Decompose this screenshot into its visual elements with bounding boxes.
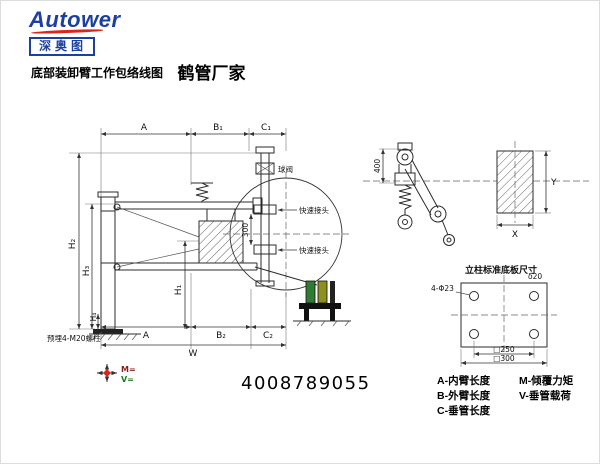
dim-label-b2: B₂	[216, 331, 226, 341]
dim-label-a-top: A	[141, 123, 148, 133]
dim-label-c2: C₂	[263, 331, 273, 341]
document-title: 底部装卸臂工作包络线图	[31, 66, 164, 80]
dim-label-300: 300	[241, 223, 250, 238]
legend-item-c: C-垂管长度	[437, 405, 491, 417]
base-plate-title: 立柱标准底板尺寸	[465, 264, 537, 276]
dim-label-x: X	[512, 230, 518, 240]
logo-block: Autower 深奥图	[29, 8, 121, 56]
side-mechanism-view: 400	[363, 142, 589, 246]
embedded-studs-label: 预埋4-M20螺柱	[47, 333, 101, 343]
legend-item-m: M-倾覆力矩	[519, 375, 574, 387]
plate-thickness-label: δ20	[528, 272, 542, 281]
dim-label-c1: C₁	[261, 123, 271, 133]
title-row: 底部装卸臂工作包络线图 鹤管厂家	[31, 59, 245, 84]
ball-valve-label: 球阀	[278, 164, 293, 174]
envelope-circle	[223, 172, 349, 297]
arms	[115, 182, 263, 271]
dim-label-h3: H₃	[82, 265, 92, 276]
brand-wordmark: Autower	[29, 7, 121, 35]
dim-label-w: W	[189, 349, 198, 359]
legend-item-a: A-内臂长度	[437, 375, 491, 387]
dim-label-b1: B₁	[213, 123, 223, 133]
dim-label-250: □250	[493, 345, 515, 354]
moment-load-symbol: M= V=	[97, 364, 136, 384]
moment-label: M=	[121, 365, 136, 374]
dim-top: A B₁ C₁	[100, 123, 287, 197]
legend-item-b: B-外臂长度	[437, 390, 491, 402]
load-label: V=	[121, 375, 134, 384]
phone-number: 4008789055	[241, 373, 371, 394]
dim-label-h2: H₂	[68, 238, 78, 249]
bolt-holes-label: 4-Φ23	[431, 284, 454, 293]
dim-label-y: Y	[550, 178, 557, 188]
brand-text: Autower	[29, 7, 121, 32]
dim-bottom: A B₂ C₂ W	[100, 273, 287, 359]
tank-platform	[293, 280, 351, 327]
dim-label-h1: H₁	[174, 284, 184, 295]
quick-coupler-bottom-label: 快速接头	[299, 245, 329, 255]
legend: A-内臂长度 B-外臂长度 C-垂管长度 M-倾覆力矩 V-垂管载荷	[437, 373, 600, 418]
dim-label-h4: H₄	[89, 313, 98, 322]
company-name: 鹤管厂家	[177, 64, 246, 83]
dim-label-a-bottom: A	[143, 331, 150, 341]
riser-pipe: 球阀 快速接头 快速接头 300	[241, 146, 329, 287]
dim-label-400: 400	[373, 159, 382, 174]
brand-chinese-name: 深奥图	[29, 37, 96, 56]
base-plate-view: 立柱标准底板尺寸 4-Φ23 δ20 □250 □300	[431, 264, 557, 367]
flange-section-view: Y X	[496, 141, 557, 240]
dim-left: H₂ H₃ H₁ H₄	[68, 152, 261, 330]
main-envelope-view: A B₁ C₁ H₂ H₃ H₁ H₄	[47, 123, 351, 384]
dim-label-300-plate: □300	[493, 354, 515, 363]
quick-coupler-top-label: 快速接头	[299, 205, 329, 215]
red-diamond-icon	[103, 369, 111, 377]
legend-item-v: V-垂管载荷	[519, 390, 571, 402]
